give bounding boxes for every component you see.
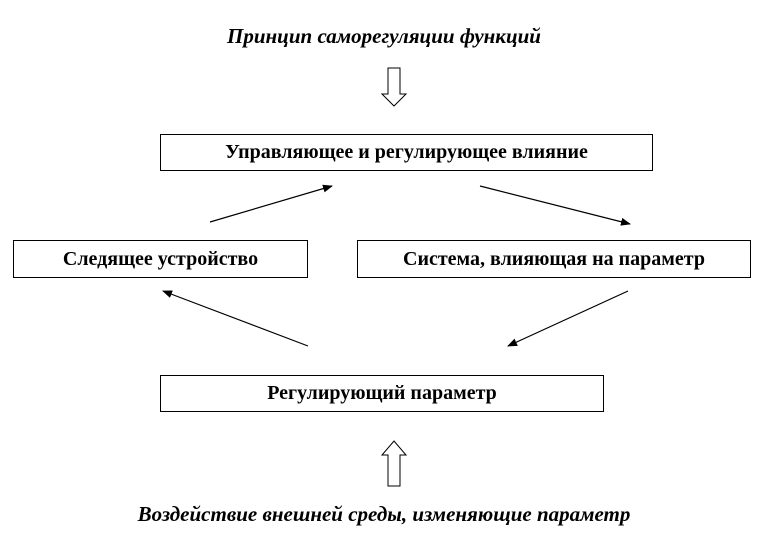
hollow-down-arrow-icon — [380, 67, 408, 107]
arrow-system-to-parameter — [507, 290, 629, 347]
hollow-up-arrow-icon — [380, 440, 408, 487]
arrow-parameter-to-tracking — [162, 290, 309, 347]
external-environment-caption: Воздействие внешней среды, изменяющие па… — [137, 502, 631, 526]
control-influence-box: Управляющее и регулирующее влияние — [160, 134, 653, 171]
arrow-tracking-to-control — [209, 184, 333, 223]
regulated-parameter-box: Регулирующий параметр — [160, 375, 604, 412]
tracking-device-box: Следящее устройство — [13, 240, 308, 278]
system-affecting-parameter-box: Система, влияющая на параметр — [357, 240, 751, 278]
arrow-control-to-system — [479, 185, 631, 226]
diagram-title: Принцип саморегуляции функций — [227, 24, 541, 48]
